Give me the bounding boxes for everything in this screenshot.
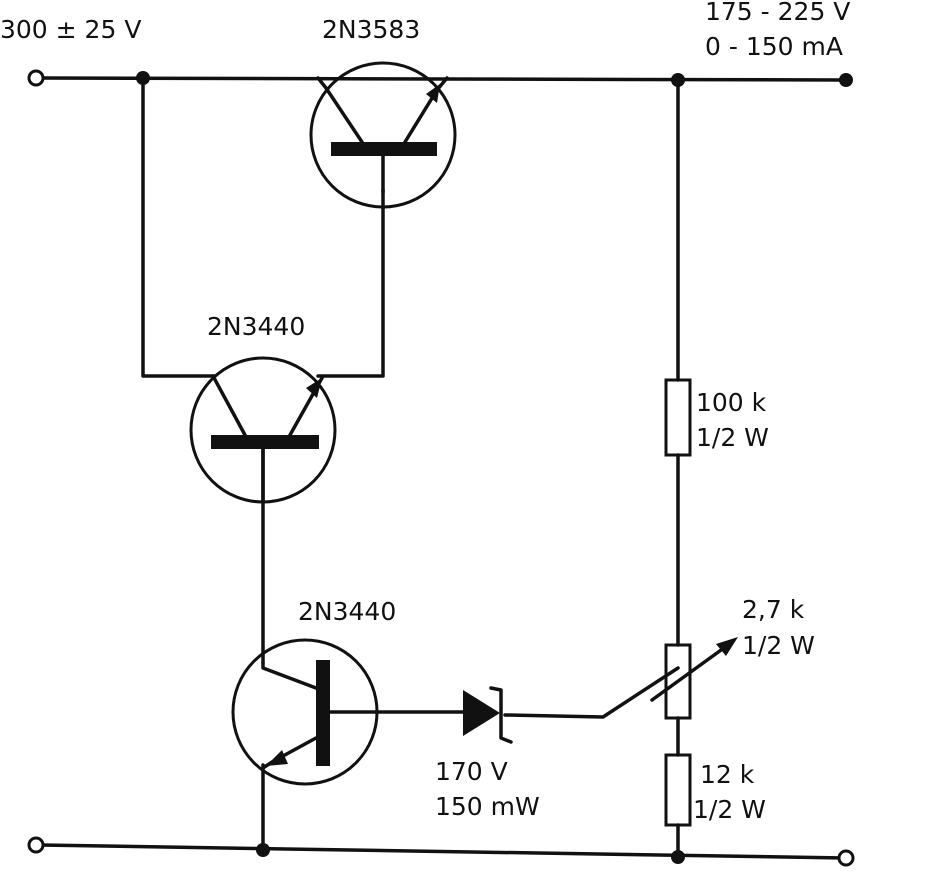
zener-diode-cathode bbox=[489, 686, 513, 744]
transistor-q3-base-bar bbox=[316, 660, 330, 766]
junction-dot bbox=[136, 71, 150, 85]
bottom-rail-wire bbox=[38, 843, 847, 860]
zener-diode-triangle bbox=[463, 690, 500, 736]
transistor-q1-base-bar bbox=[331, 142, 437, 156]
input-terminal bbox=[27, 69, 45, 87]
zener-power-label: 150 mW bbox=[435, 792, 540, 821]
ground-terminal-right bbox=[837, 849, 855, 867]
potentiometer-adjust-arrow bbox=[716, 637, 738, 656]
q1-part-label: 2N3583 bbox=[322, 15, 420, 44]
transistor-q1-body bbox=[309, 61, 457, 209]
transistor-q1-emitter bbox=[403, 76, 449, 144]
zener-diode bbox=[463, 686, 513, 744]
output-terminal bbox=[839, 73, 853, 87]
junction-dot bbox=[671, 73, 685, 87]
transistor-q2-collector bbox=[211, 374, 247, 437]
junction-dot bbox=[671, 850, 685, 864]
potentiometer-adjust-line bbox=[650, 643, 730, 702]
wires bbox=[38, 76, 847, 860]
r1-value-label: 100 k bbox=[696, 388, 767, 417]
ground-terminal-left bbox=[27, 836, 45, 854]
transistor-q1 bbox=[309, 61, 457, 209]
transistor-q3 bbox=[231, 638, 379, 786]
terminals bbox=[27, 69, 855, 867]
q2-part-label: 2N3440 bbox=[207, 312, 305, 341]
transistor-q3-collector bbox=[261, 661, 318, 690]
resistor-12k bbox=[664, 753, 692, 827]
r1-power-label: 1/2 W bbox=[696, 423, 769, 452]
transistor-q1-emitter-arrow bbox=[426, 84, 440, 103]
top-rail-wire bbox=[38, 76, 845, 82]
q1-base-wire bbox=[316, 188, 385, 378]
potentiometer-body bbox=[664, 643, 692, 720]
output-current-label: 0 - 150 mA bbox=[705, 32, 843, 61]
potentiometer bbox=[650, 637, 738, 720]
pot-value-label: 2,7 k bbox=[742, 595, 805, 624]
r3-power-label: 1/2 W bbox=[693, 795, 766, 824]
resistor-100k bbox=[664, 378, 692, 457]
transistor-q3-emitter-arrow bbox=[266, 750, 288, 766]
transistor-q2-emitter-arrow bbox=[306, 378, 322, 398]
zener-voltage-label: 170 V bbox=[435, 757, 508, 786]
input-voltage-label: 300 ± 25 V bbox=[0, 15, 141, 44]
q2-collector-wire bbox=[141, 76, 217, 378]
wiper-wire bbox=[503, 666, 680, 719]
labels: 300 ± 25 V 175 - 225 V 0 - 150 mA 2N3583… bbox=[0, 0, 850, 824]
transistor-q2 bbox=[189, 356, 337, 504]
output-voltage-label: 175 - 225 V bbox=[705, 0, 850, 26]
transistor-q2-base-bar bbox=[211, 435, 319, 449]
transistor-q1-collector bbox=[316, 76, 364, 144]
r3-value-label: 12 k bbox=[700, 760, 755, 789]
transistor-q3-body bbox=[231, 638, 379, 786]
q3-part-label: 2N3440 bbox=[298, 597, 396, 626]
pot-power-label: 1/2 W bbox=[742, 631, 815, 660]
junction-dot bbox=[256, 843, 270, 857]
